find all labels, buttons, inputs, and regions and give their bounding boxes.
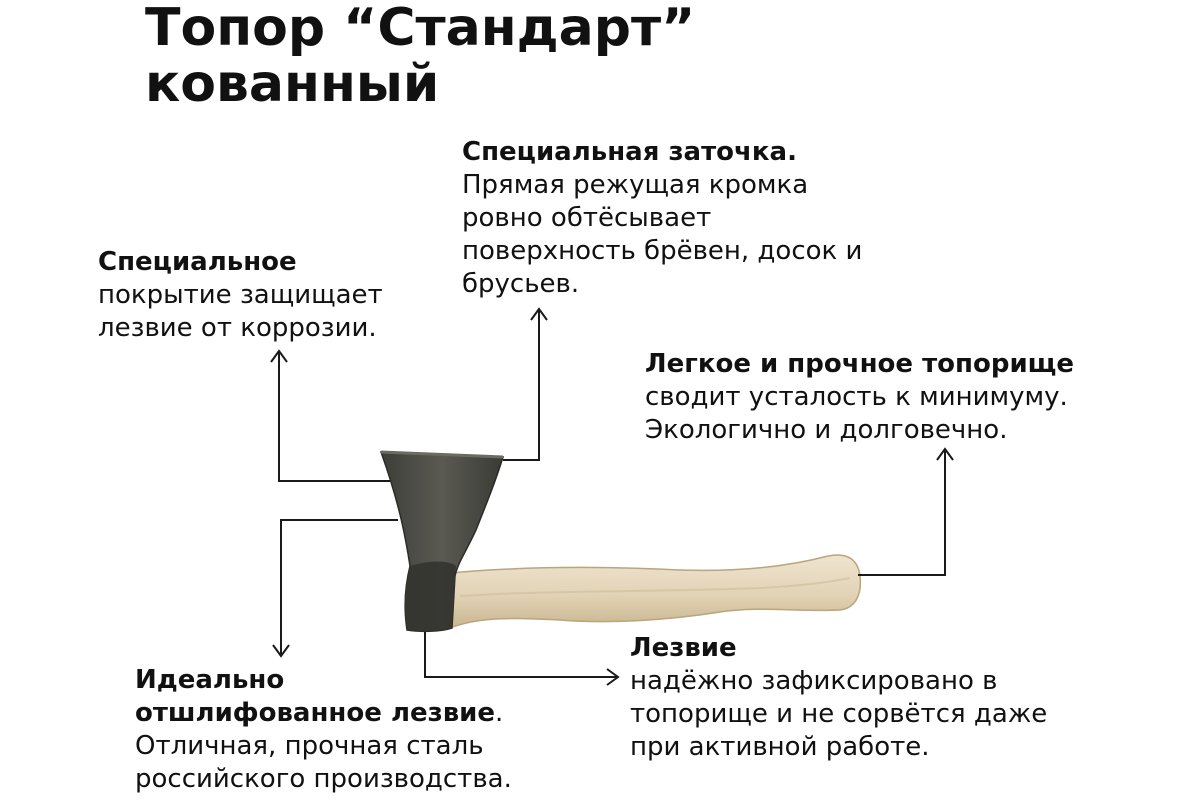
arrow-handle	[936, 447, 954, 461]
callout-heading: Легкое и прочное топорище	[645, 349, 1075, 379]
leader-handle	[858, 450, 946, 576]
callout-text-line: Прямая режущая кромка	[462, 170, 809, 200]
callout-polished-blade: Идеально отшлифованное лезвие. Отличная,…	[135, 664, 512, 796]
callout-text-line: Отличная, прочная сталь	[135, 731, 484, 761]
axe-head-eye	[405, 561, 456, 632]
callout-text-line: брусьев.	[462, 269, 580, 299]
callout-text-line: надёжно зафиксировано в	[630, 666, 998, 696]
arrow-coating	[270, 349, 288, 363]
arrow-blade	[606, 668, 620, 686]
callout-handle: Легкое и прочное топорище сводит усталос…	[645, 348, 1074, 447]
callout-heading-line-2: отшлифованное лезвие.	[135, 697, 512, 730]
arrow-sharpening	[530, 307, 548, 321]
callout-heading: Лезвие	[630, 633, 737, 663]
callout-heading: Идеально	[135, 665, 285, 695]
arrow-polished	[272, 644, 290, 658]
page-title: Топор “Стандарт” кованный	[145, 0, 695, 112]
callout-text-line: российского производства.	[135, 764, 512, 794]
axe-blade-edge	[380, 450, 504, 459]
callout-special-sharpening: Специальная заточка. Прямая режущая кром…	[462, 136, 862, 301]
callout-text-line: ровно обтёсывает	[462, 203, 712, 233]
callout-text-line: Экологично и долговечно.	[645, 415, 1008, 445]
title-line-1: Топор “Стандарт”	[145, 0, 696, 58]
callout-text-line: лезвие от коррозии.	[98, 313, 377, 343]
callout-text-line: покрытие защищает	[98, 280, 383, 310]
leader-blade	[424, 632, 617, 678]
callout-heading-text: отшлифованное лезвие	[135, 698, 496, 728]
callout-text-line: поверхность брёвен, досок и	[462, 236, 863, 266]
callout-heading-dot: .	[495, 698, 504, 728]
axe-handle-grain	[459, 577, 851, 597]
leader-coating	[278, 352, 390, 482]
title-line-2: кованный	[145, 54, 440, 114]
callout-special-coating: Специальное покрытие защищает лезвие от …	[98, 246, 383, 345]
callout-text-line: сводит усталость к минимуму.	[645, 382, 1068, 412]
callout-text-line: при активной работе.	[630, 732, 930, 762]
callout-blade-fixed: Лезвие надёжно зафиксировано в топорище …	[630, 632, 1047, 764]
leader-polished	[280, 519, 398, 655]
callout-text-line: топорище и не сорвётся даже	[630, 699, 1048, 729]
callout-heading: Специальное	[98, 247, 297, 277]
callout-heading: Специальная заточка.	[462, 137, 797, 167]
leader-sharpening	[503, 310, 540, 461]
